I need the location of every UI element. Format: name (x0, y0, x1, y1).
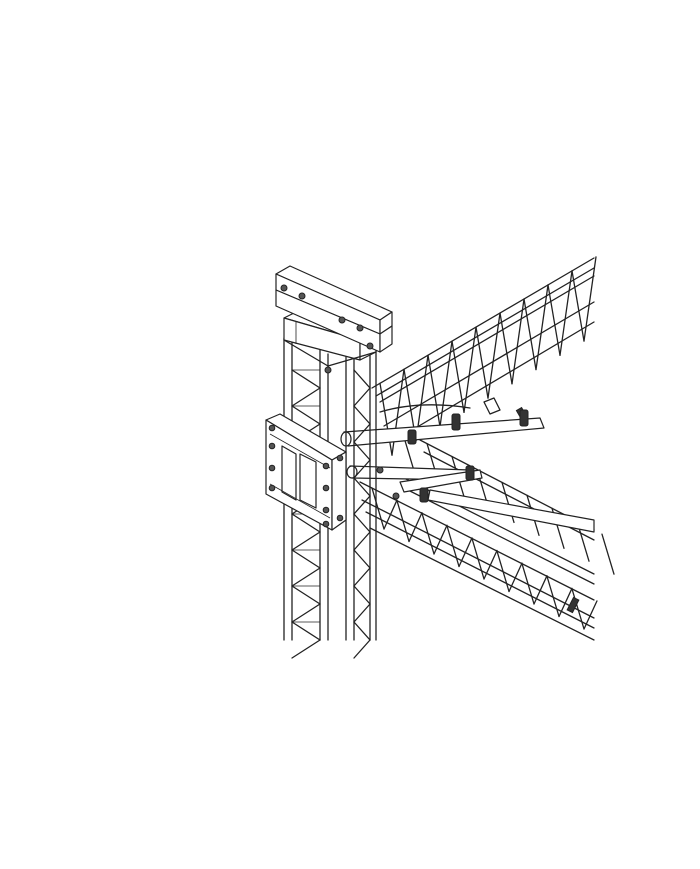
bolt-icon (268, 484, 276, 492)
truss-member (451, 340, 465, 414)
truss-member (511, 298, 525, 385)
truss-member (291, 603, 321, 623)
truss-member (291, 513, 321, 533)
truss-member (291, 387, 321, 407)
truss-member (291, 567, 321, 587)
truss-member (353, 459, 371, 479)
truss-member (353, 495, 371, 515)
truss-member (421, 512, 435, 555)
truss-member (353, 369, 371, 389)
truss-member (353, 621, 371, 641)
truss-member (446, 525, 460, 568)
truss-member (523, 298, 537, 371)
truss-member (496, 550, 510, 593)
truss-member (471, 537, 485, 580)
truss-member (439, 340, 453, 428)
truss-member (291, 549, 321, 569)
truss-member (583, 600, 598, 630)
truss-member (291, 639, 321, 659)
truss-member (353, 513, 371, 533)
truss-member (379, 382, 393, 456)
truss-member (546, 575, 560, 618)
truss-member (371, 487, 385, 530)
diagonal-truss (371, 256, 597, 456)
truss-member (291, 531, 321, 551)
truss-member (487, 312, 501, 399)
bolt-icon (322, 462, 330, 470)
bolt-icon (268, 424, 276, 432)
bolt-icon (336, 514, 344, 522)
truss-member (499, 312, 513, 385)
bolt-icon (322, 520, 330, 528)
truss-member (463, 326, 477, 414)
truss-member (353, 477, 371, 497)
truss-member (396, 500, 410, 543)
bolt-icon (322, 506, 330, 514)
truss-member (291, 405, 321, 425)
truss-member (353, 387, 371, 407)
truss-member (483, 549, 498, 580)
truss-member (291, 369, 321, 389)
truss-member (353, 405, 371, 425)
tube-brace (340, 397, 595, 533)
truss-member (353, 531, 371, 551)
corner-plate (265, 413, 347, 531)
truss-member (571, 270, 585, 342)
truss-member (601, 533, 615, 575)
truss-member (535, 284, 549, 371)
truss-member (558, 587, 573, 618)
bolt-icon (322, 484, 330, 492)
truss-member (353, 603, 371, 623)
truss-member (583, 256, 597, 342)
truss-member (291, 585, 321, 605)
truss-member (433, 524, 448, 555)
truss-member (547, 284, 561, 356)
bolt-icon (336, 454, 344, 462)
truss-member (571, 588, 585, 630)
truss-member (475, 326, 489, 399)
bolt-icon (268, 442, 276, 450)
bolt-icon (268, 464, 276, 472)
truss-member (458, 537, 473, 568)
truss-member (508, 562, 523, 593)
truss-member (353, 549, 371, 569)
truss-member (353, 567, 371, 587)
truss-member (291, 621, 321, 641)
truss-member (521, 563, 535, 605)
truss-member (559, 270, 573, 356)
truss-member (383, 499, 398, 530)
top-beam (275, 265, 393, 353)
truss-member (533, 575, 548, 605)
truss-member (427, 354, 441, 428)
truss-member (353, 441, 371, 461)
truss-member (408, 512, 423, 543)
truss-member (353, 423, 371, 443)
truss-member (353, 639, 371, 659)
truss-member (353, 585, 371, 605)
